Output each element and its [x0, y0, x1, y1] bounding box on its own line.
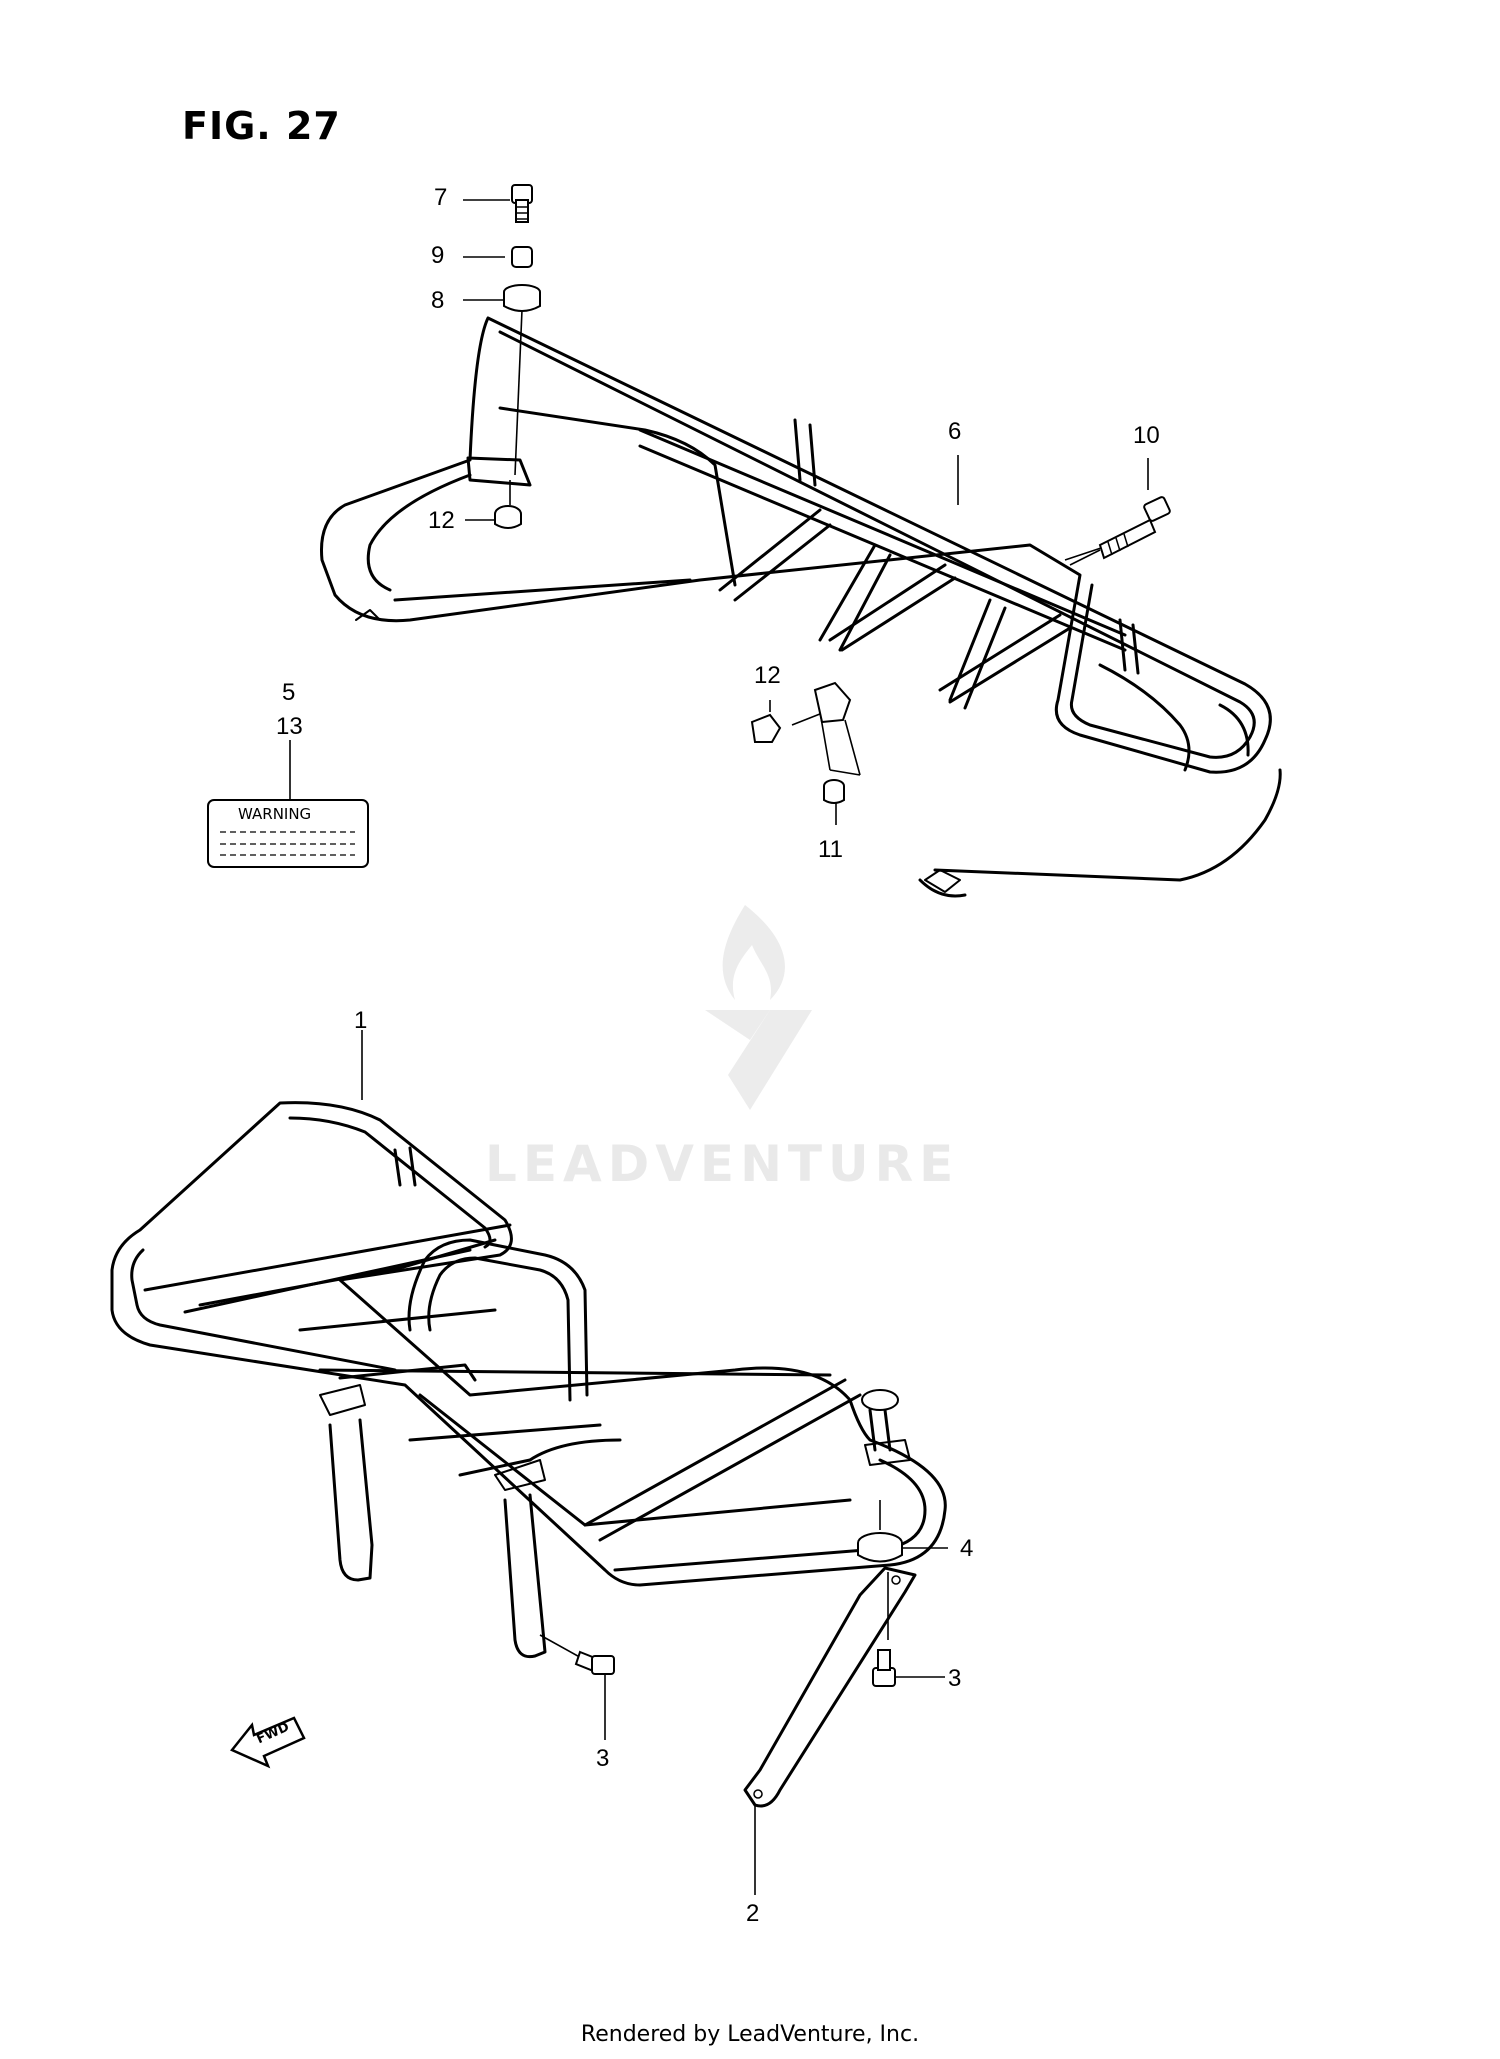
callout-3-left: 3	[596, 1745, 610, 1772]
callout-3-right: 3	[948, 1665, 962, 1692]
bracket-11-icon	[813, 681, 852, 804]
collar-9-icon	[511, 246, 533, 268]
callout-4: 4	[960, 1535, 974, 1562]
cushion-8-icon	[503, 284, 541, 312]
callout-12-lower: 12	[754, 662, 781, 689]
footer-credit: Rendered by LeadVenture, Inc.	[580, 2022, 920, 2047]
callout-1: 1	[354, 1007, 368, 1034]
callout-6: 6	[948, 418, 962, 445]
nut-12-upper-icon	[494, 505, 522, 529]
fwd-arrow-icon	[230, 1716, 306, 1769]
watermark-text: LEADVENTURE	[485, 1135, 960, 1193]
rear-carrier-part-6	[319, 316, 1282, 898]
watermark-logo-icon	[705, 905, 812, 1110]
callout-8: 8	[431, 287, 445, 314]
warning-label-text: WARNING	[238, 805, 312, 823]
cushion-4-icon	[857, 1500, 948, 1563]
leader-lines-upper	[289, 199, 1149, 825]
callout-12-upper: 12	[428, 507, 455, 534]
stay-2-icon	[743, 1566, 917, 1895]
nut-12-lower-icon	[750, 713, 782, 743]
bolt-3-left-icon	[539, 1634, 615, 1740]
bolt-3-right-icon	[872, 1649, 945, 1687]
callout-13: 13	[276, 713, 303, 740]
callout-11: 11	[818, 836, 843, 863]
figure-title: FIG. 27	[182, 104, 341, 148]
bolt-7-icon	[511, 184, 533, 223]
callout-9: 9	[431, 242, 445, 269]
callout-10: 10	[1133, 422, 1160, 449]
callout-2: 2	[746, 1900, 760, 1927]
bolt-10-icon	[1069, 496, 1171, 566]
front-carrier-part-1	[110, 1101, 947, 1659]
callout-5: 5	[282, 679, 296, 706]
callout-7: 7	[434, 184, 448, 211]
warning-label-icon	[207, 799, 369, 868]
